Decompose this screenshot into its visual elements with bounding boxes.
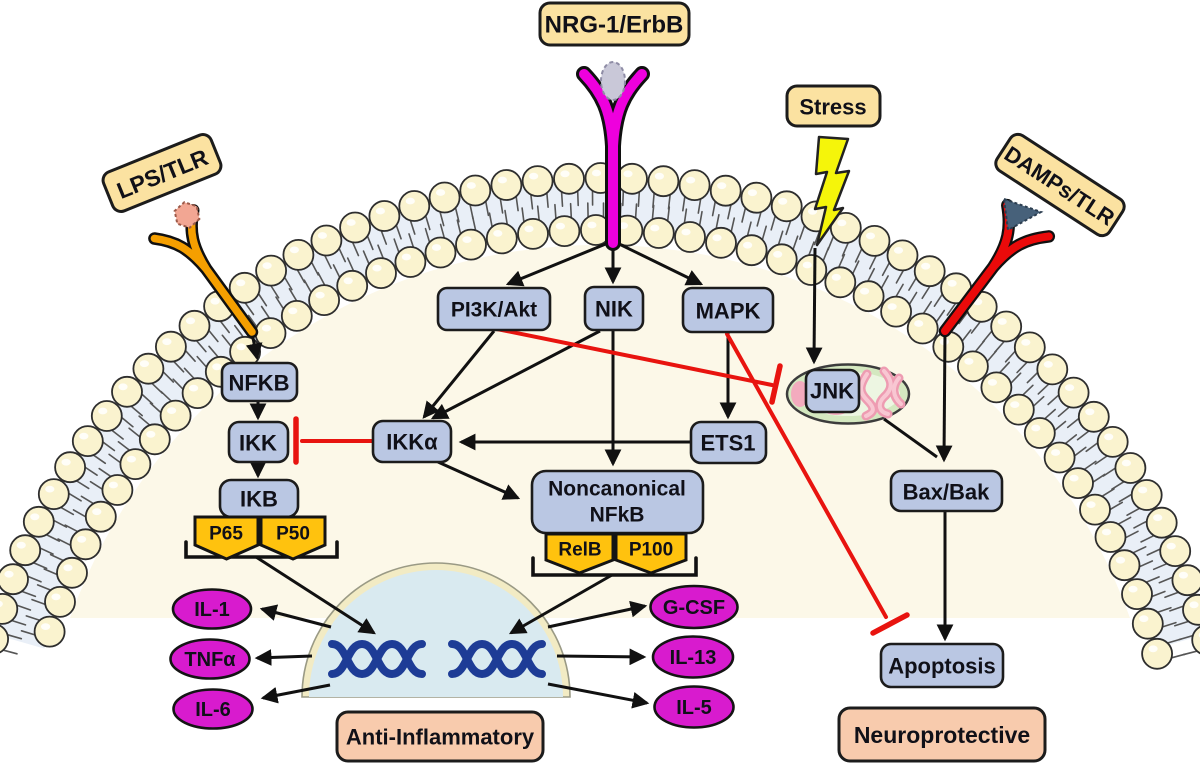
label-lps-tlr: LPS/TLR: [101, 133, 223, 213]
label-nrg1-erbb: NRG-1/ErbB: [538, 1, 691, 47]
cytokine-il1: IL-1: [171, 588, 253, 630]
nrg-ligand: [600, 61, 626, 101]
node-label-line2: NFkB: [590, 504, 645, 527]
cytokine-label: IL-5: [676, 697, 712, 719]
cytoplasm: [70, 244, 1130, 618]
dna-helix-left: [328, 639, 426, 679]
stimulus-label: NRG-1/ErbB: [545, 12, 684, 39]
cytokine-gcsf: G-CSF: [649, 584, 739, 630]
outcome-label: Neuroprotective: [854, 722, 1030, 748]
node-ikk: IKK: [227, 420, 290, 464]
subunit-relb: RelB: [544, 532, 615, 575]
cytokine-il13: IL-13: [651, 635, 735, 679]
node-bax-bak: Bax/Bak: [889, 469, 1004, 513]
node-label: JNK: [810, 379, 854, 404]
node-label: IKB: [240, 487, 278, 512]
node-label: IKKα: [386, 430, 438, 455]
subunit-p50: P50: [259, 515, 327, 561]
label-neuroprotective: Neuroprotective: [837, 706, 1047, 763]
outcome-label: Anti-Inflammatory: [346, 725, 535, 750]
subunit-p65: P65: [193, 515, 260, 561]
lightning-bolt-icon: [813, 135, 851, 247]
lipid-bilayer-band: [0, 178, 1200, 649]
node-label: MAPK: [696, 299, 761, 324]
cytokine-tnfa: TNFα: [169, 638, 251, 680]
cytokine-label: IL-1: [194, 599, 230, 621]
stimulus-label: Stress: [799, 95, 866, 120]
node-noncanonical-nfkb: Noncanonical NFkB: [530, 469, 705, 535]
cytokine-label: IL-13: [670, 647, 717, 669]
nrg-erbb-receptor: [576, 61, 650, 251]
lipid-heads: [0, 162, 1200, 670]
lps-ligand: [173, 201, 201, 229]
node-jnk: JNK: [804, 368, 861, 414]
node-label: IKK: [239, 431, 277, 456]
subunit-label: P50: [276, 524, 310, 545]
dna-helix-right: [448, 639, 546, 679]
subunit-label: RelB: [558, 540, 601, 561]
cytokine-il5: IL-5: [653, 685, 735, 729]
subunit-p100: P100: [614, 532, 688, 575]
node-label: Bax/Bak: [903, 480, 991, 505]
lipid-tails: [2, 190, 1198, 659]
damps-ligand: [1002, 197, 1044, 232]
mitochondria: JNK: [785, 363, 911, 425]
node-label: NIK: [595, 297, 633, 322]
subunit-label: P100: [629, 540, 673, 561]
node-ikb: IKB: [218, 478, 300, 519]
label-stress: Stress: [785, 84, 882, 128]
bracket-p65-p50: [184, 540, 339, 559]
node-nfkb: NFKB: [220, 361, 299, 403]
node-pi3k-akt: PI3K/Akt: [436, 286, 552, 332]
cell-membrane: [0, 162, 1200, 670]
node-label: NFKB: [228, 371, 289, 396]
node-ets1: ETS1: [689, 420, 768, 465]
label-anti-inflammatory: Anti-Inflammatory: [335, 710, 545, 763]
cytokine-il6: IL-6: [172, 688, 254, 730]
node-mapk: MAPK: [681, 286, 775, 334]
cytokine-label: G-CSF: [663, 597, 725, 619]
bracket-relb-p100: [531, 556, 698, 577]
inhibition-lines: [293, 327, 910, 636]
nucleus: [301, 562, 571, 698]
node-label: ETS1: [700, 431, 755, 456]
node-apoptosis: Apoptosis: [879, 642, 1005, 689]
node-nik: NIK: [583, 285, 645, 332]
node-ikka: IKKα: [371, 419, 453, 464]
node-label: Apoptosis: [888, 654, 996, 679]
subunit-label: P65: [209, 524, 243, 545]
node-label: PI3K/Akt: [451, 299, 537, 322]
node-label-line1: Noncanonical: [548, 478, 686, 501]
cytokine-label: IL-6: [195, 699, 231, 721]
cytokine-label: TNFα: [184, 649, 236, 671]
